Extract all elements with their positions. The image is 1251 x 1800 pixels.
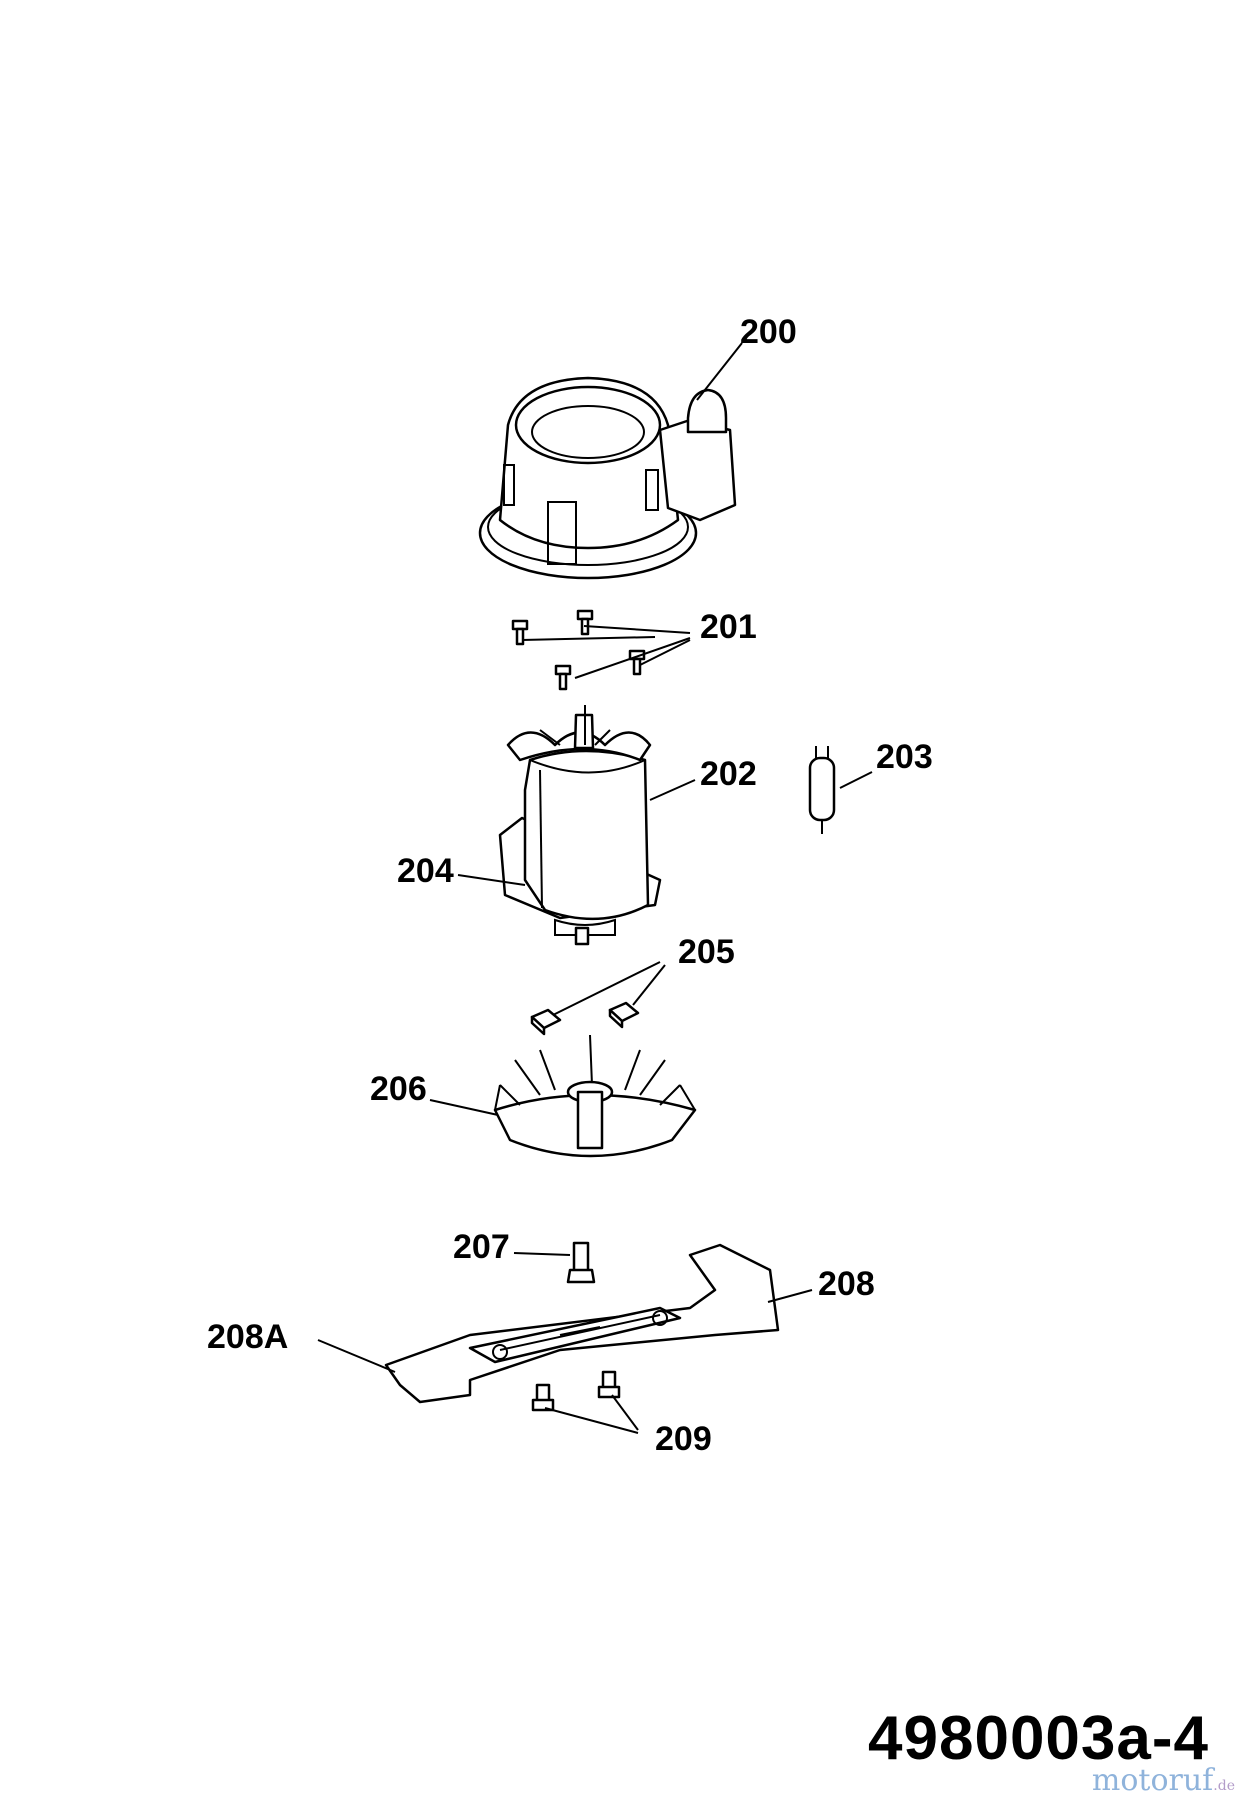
part-200-motor-cover[interactable] (478, 376, 737, 580)
part-205-nuts[interactable] (530, 1001, 640, 1036)
part-207-bolt[interactable] (566, 1241, 596, 1284)
callout-207: 207 (453, 1228, 510, 1266)
part-202-motor[interactable] (498, 705, 662, 946)
callout-205: 205 (678, 933, 735, 971)
drawing-number: 4980003a-4 (868, 1704, 1209, 1773)
callout-203: 203 (876, 738, 933, 776)
callout-206: 206 (370, 1070, 427, 1108)
callout-208: 208 (818, 1265, 875, 1303)
callout-201: 201 (700, 608, 757, 646)
callout-202: 202 (700, 755, 757, 793)
part-208-blade[interactable] (384, 1243, 780, 1404)
part-206-fan[interactable] (493, 1034, 697, 1158)
callout-204: 204 (397, 852, 454, 890)
part-209-screws[interactable] (531, 1370, 621, 1412)
watermark-brand: motoruf (1091, 1763, 1214, 1798)
callout-209: 209 (655, 1420, 712, 1458)
callout-208a: 208A (207, 1318, 288, 1356)
callout-200: 200 (740, 313, 797, 351)
watermark-tld: .de (1213, 1778, 1235, 1794)
watermark-logo: motoruf.de (1092, 1763, 1235, 1798)
part-203-capacitor[interactable] (808, 746, 836, 834)
part-201-screws[interactable] (511, 609, 646, 691)
leader-lines (317, 342, 873, 1434)
